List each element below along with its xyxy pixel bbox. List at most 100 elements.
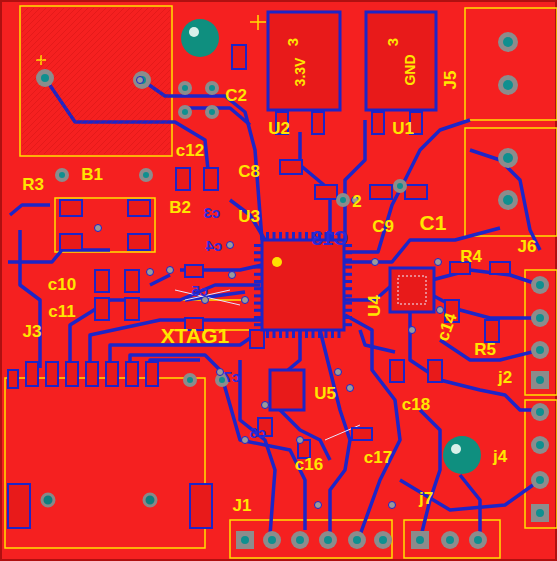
pin-hole xyxy=(324,536,332,544)
silkscreen-label: C8 xyxy=(238,163,260,180)
chip-pin xyxy=(254,309,262,312)
silkscreen-label: U4 xyxy=(366,295,383,317)
bottom-silkscreen-label: c6 xyxy=(250,425,267,440)
silkscreen-label: 2 xyxy=(352,193,361,210)
silkscreen-label: J3 xyxy=(23,323,42,340)
pin-hole xyxy=(536,476,544,484)
chip-pin xyxy=(331,330,334,338)
chip-pin xyxy=(254,258,262,261)
silkscreen-label: R3 xyxy=(22,176,44,193)
silkscreen-label: C2 xyxy=(225,87,247,104)
pin-hole xyxy=(446,536,454,544)
chip-pin xyxy=(254,244,262,247)
pin-pad xyxy=(291,531,309,549)
silkscreen-label: C1 xyxy=(420,212,447,233)
silkscreen-label: c18 xyxy=(402,396,430,413)
pin-hole xyxy=(379,536,387,544)
through-holes xyxy=(36,19,518,474)
pin-hole xyxy=(536,281,544,289)
chip-pin xyxy=(254,302,262,305)
via xyxy=(409,327,416,334)
bottom-silkscreen-label: c7 xyxy=(224,369,241,384)
pin-hole xyxy=(536,346,544,354)
via xyxy=(217,369,224,376)
silkscreen-label: c12 xyxy=(176,142,204,159)
pin-hole xyxy=(296,536,304,544)
bottom-silkscreen-label: c5 xyxy=(192,283,209,298)
silkscreen-label: U3 xyxy=(238,208,260,225)
chip-pin xyxy=(254,280,262,283)
usb-connector xyxy=(8,362,212,528)
chip-pin xyxy=(286,232,289,240)
pin-hole xyxy=(241,536,249,544)
silkscreen-label: C9 xyxy=(372,218,394,235)
via xyxy=(242,297,249,304)
chip-pin xyxy=(292,232,295,240)
silkscreen-label: c11 xyxy=(48,303,75,320)
silkscreen-label: j4 xyxy=(493,448,507,465)
pin-pad xyxy=(441,531,459,549)
silkscreen-label: c17 xyxy=(364,449,392,466)
chip-pin xyxy=(254,316,262,319)
via xyxy=(372,259,379,266)
silkscreen-label: j7 xyxy=(419,490,433,507)
silkscreen-label: 3 xyxy=(385,38,400,46)
chip-pin xyxy=(273,232,276,240)
pin-pad xyxy=(531,276,549,294)
chip-pin xyxy=(344,316,352,319)
pin-hole xyxy=(536,408,544,416)
pin-hole xyxy=(268,536,276,544)
silkscreen xyxy=(5,6,557,558)
sensor-chip xyxy=(390,268,434,312)
chip-pin xyxy=(299,232,302,240)
pin-pad xyxy=(236,531,254,549)
chip-pin xyxy=(305,330,308,338)
via xyxy=(297,437,304,444)
chip-pin xyxy=(344,309,352,312)
regulator-chip xyxy=(270,370,304,410)
pin-hole xyxy=(536,441,544,449)
pin-hole xyxy=(474,536,482,544)
via xyxy=(315,502,322,509)
pin-pad xyxy=(531,436,549,454)
chip-pin xyxy=(305,232,308,240)
via xyxy=(202,297,209,304)
via xyxy=(95,225,102,232)
chip-pin xyxy=(292,330,295,338)
bottom-silkscreen-label: c4 xyxy=(206,238,223,253)
chip-pin xyxy=(344,294,352,297)
pin-pad xyxy=(263,531,281,549)
silkscreen-label: R4 xyxy=(460,248,482,265)
chip-pin xyxy=(338,330,341,338)
chip-pin xyxy=(273,330,276,338)
silkscreen-label: B1 xyxy=(81,166,103,183)
silkscreen-label: J1 xyxy=(233,497,252,514)
pin-pad xyxy=(469,531,487,549)
chip-pin xyxy=(279,232,282,240)
chip-pin xyxy=(312,330,315,338)
chip-pin xyxy=(286,330,289,338)
silkscreen-label: 3.3V xyxy=(293,58,307,87)
silkscreen-label: U5 xyxy=(314,385,336,402)
chip-pin xyxy=(254,273,262,276)
silkscreen-label: U1 xyxy=(392,120,414,137)
pin-pad xyxy=(319,531,337,549)
silkscreen-label: U2 xyxy=(268,120,290,137)
pin-hole xyxy=(536,509,544,517)
silkscreen-label: XTAG1 xyxy=(161,325,229,346)
pin-pad xyxy=(348,531,366,549)
smd-pads xyxy=(8,160,510,458)
pin-pad xyxy=(531,504,549,522)
via xyxy=(137,77,144,84)
via xyxy=(229,272,236,279)
chip-pin xyxy=(299,330,302,338)
pin-pad xyxy=(374,531,392,549)
pin-pad xyxy=(531,341,549,359)
via xyxy=(147,269,154,276)
chip-pin xyxy=(344,258,352,261)
chip-pin xyxy=(254,294,262,297)
silkscreen-label: J6 xyxy=(518,238,537,255)
silkscreen-label: j2 xyxy=(498,369,512,386)
pin-pad xyxy=(531,309,549,327)
